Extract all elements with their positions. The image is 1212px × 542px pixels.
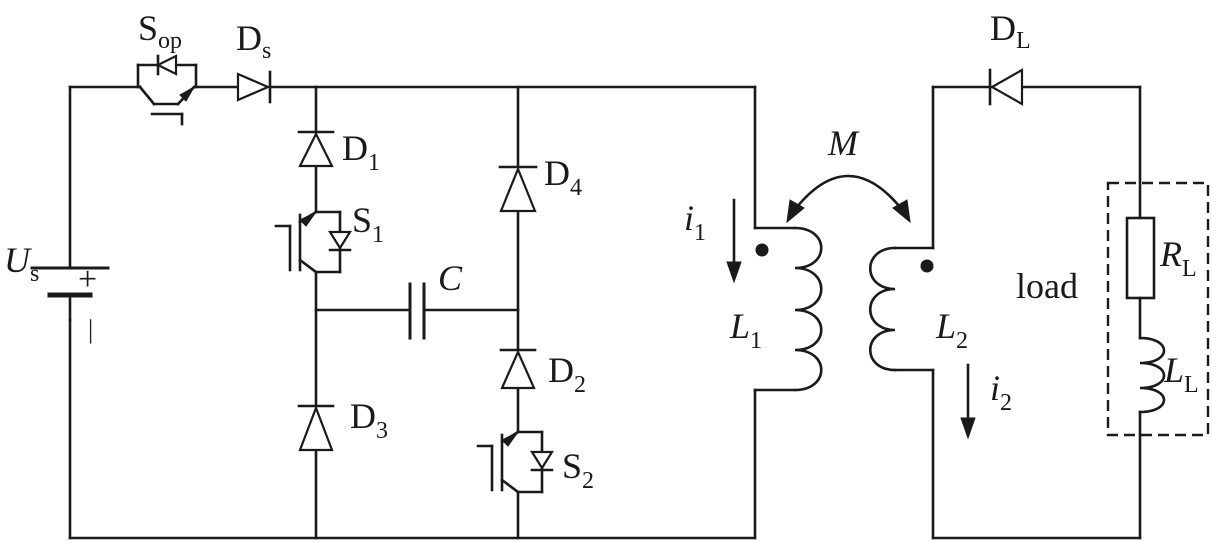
- current-i2-arrow: [960, 363, 976, 440]
- load-boundary: [1106, 181, 1210, 437]
- source-polarity-minus: |: [88, 315, 93, 344]
- resistor-rl-label: RL: [1159, 234, 1197, 282]
- switch-s2-label: S2: [562, 446, 594, 494]
- source-label: Us: [4, 240, 39, 287]
- diode-ds: [236, 70, 272, 104]
- switch-s1: [274, 210, 352, 274]
- source-polarity-plus: +: [78, 261, 97, 298]
- capacitor-c-label: C: [438, 258, 463, 298]
- mutual-inductance-label: M: [827, 123, 860, 163]
- inductor-l2-label: L2: [935, 306, 968, 354]
- diode-d4-label: D4: [544, 153, 582, 201]
- inductor-ll-label: LL: [1163, 350, 1199, 398]
- load-label: load: [1016, 266, 1078, 306]
- primary-wiring: [68, 85, 797, 540]
- diode-d2: [499, 348, 537, 390]
- diode-d4: [498, 165, 538, 213]
- source-battery: [30, 266, 110, 322]
- switch-s2: [476, 430, 554, 494]
- diode-d1-label: D1: [342, 128, 380, 176]
- diode-d2-label: D2: [548, 350, 586, 398]
- current-i2-label: i2: [990, 368, 1012, 416]
- inductor-l1-label: L1: [729, 306, 762, 354]
- inductor-l1: [755, 226, 823, 392]
- diode-dl: [988, 68, 1024, 106]
- resistor-rl: [1125, 216, 1156, 300]
- diode-d3-label: D3: [350, 396, 388, 444]
- capacitor-c: [408, 282, 426, 340]
- diode-ds-label: Ds: [236, 18, 271, 64]
- diode-dl-label: DL: [990, 8, 1031, 54]
- diode-d3: [297, 404, 335, 452]
- inductor-l2: [869, 246, 934, 372]
- current-i1-label: i1: [684, 198, 706, 246]
- diode-d1: [297, 130, 335, 168]
- secondary-wiring: [893, 85, 1142, 540]
- inductor-ll: [1138, 336, 1166, 414]
- switch-sop: [136, 54, 198, 126]
- mutual-inductance-arrow: [786, 174, 911, 224]
- switch-sop-label: Sop: [138, 8, 182, 54]
- switch-s1-label: S1: [352, 200, 384, 248]
- current-i1-arrow: [726, 198, 742, 284]
